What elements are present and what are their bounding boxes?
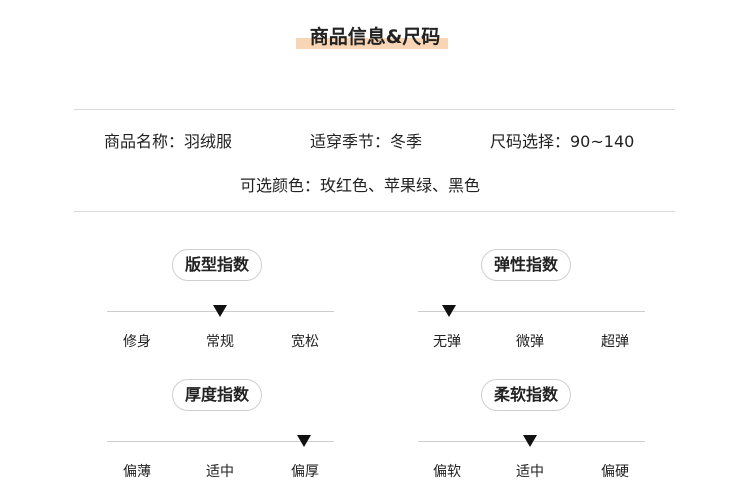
top-divider: [74, 109, 675, 110]
fit-index-marker-icon: [213, 305, 227, 317]
bottom-divider: [74, 211, 675, 212]
section-header: 商品信息&尺码: [0, 22, 750, 52]
softness-index-title: 柔软指数: [481, 379, 572, 411]
section-title: 商品信息&尺码: [295, 22, 449, 52]
fit-index-label-3: 宽松: [291, 334, 319, 350]
elasticity-index-label-3: 超弹: [601, 334, 629, 350]
thickness-index-scale: [107, 441, 334, 442]
elasticity-index-marker-icon: [442, 305, 456, 317]
softness-index-marker-icon: [523, 435, 537, 447]
fit-index-label-2: 常规: [206, 334, 234, 350]
softness-index-label-2: 适中: [516, 464, 544, 480]
elasticity-index-scale: [418, 311, 645, 312]
thickness-index-marker-icon: [297, 435, 311, 447]
elasticity-index-label-1: 无弹: [433, 334, 461, 350]
thickness-index-label-1: 偏薄: [123, 464, 151, 480]
product-colors: 可选颜色：玫红色、苹果绿、黑色: [240, 176, 481, 195]
product-name: 商品名称：羽绒服: [104, 132, 233, 151]
thickness-index-label-3: 偏厚: [291, 464, 319, 480]
fit-index-title: 版型指数: [172, 249, 263, 281]
thickness-index-title: 厚度指数: [172, 379, 263, 411]
thickness-index-label-2: 适中: [206, 464, 234, 480]
product-size: 尺码选择：90~140: [490, 132, 635, 151]
softness-index-label-1: 偏软: [433, 464, 461, 480]
elasticity-index-label-2: 微弹: [516, 334, 544, 350]
softness-index-label-3: 偏硬: [601, 464, 629, 480]
elasticity-index-title: 弹性指数: [481, 249, 572, 281]
product-season: 适穿季节：冬季: [310, 132, 423, 151]
fit-index-label-1: 修身: [123, 334, 151, 350]
section-title-text: 商品信息&尺码: [309, 26, 441, 48]
